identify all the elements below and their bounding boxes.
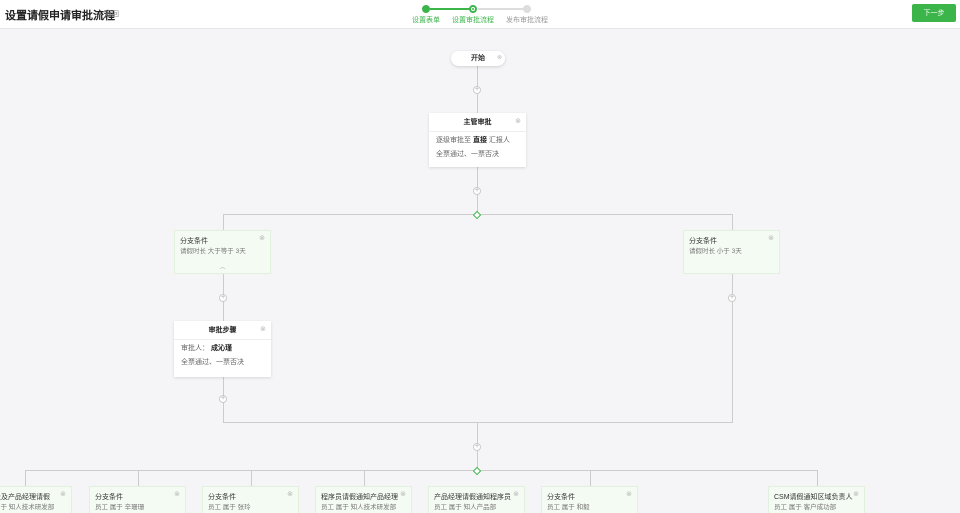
close-icon[interactable]: ⊗ [287,491,293,498]
connector-line [251,470,252,486]
close-icon[interactable]: ⊗ [515,118,521,125]
branch-title: 分支条件 [180,238,208,245]
branch-condition-text: 员工 属于 知人产品部 [434,504,497,511]
step-progress: 设置表单 设置审批流程 发布审批流程 [400,2,560,28]
close-icon[interactable]: ⊗ [400,491,406,498]
branch-title: 分支条件 [547,494,575,501]
branch-title: 及及产品经理请假 [0,494,50,501]
add-node-plus-icon[interactable]: + [473,187,481,195]
branch-condition-text: 属于 知人技术研发部 [0,504,55,511]
branch-condition-node[interactable]: 分支条件 ⊗ 请假时长 大于等于 3天 ︿ [174,230,271,274]
branch-condition-text: 请假时长 大于等于 3天 [180,248,246,255]
branch-condition-node[interactable]: 产品经理请假通知程序员 ⊗ 员工 属于 知人产品部 [428,486,525,513]
approval-rule: 全票通过、一票否决 [181,359,244,366]
branch-condition-text: 员工 属于 知人技术研发部 [321,504,397,511]
flow-canvas: + + + + + + 开始 ⊗ 主管审批 ⊗ 逐级审批至 直接 汇报人 全票通过… [0,29,960,513]
branch-condition-text: 员工 属于 和毅 [547,504,590,511]
step-label-publish[interactable]: 发布审批流程 [506,17,548,24]
approval-scope-prefix: 逐级审批至 [436,137,471,144]
branch-condition-text: 员工 属于 张玲 [208,504,251,511]
branch-condition-node[interactable]: 分支条件 ⊗ 员工 属于 张玲 [202,486,299,513]
page-title: 设置请假申请审批流程 [5,10,115,22]
node-title: 审批步骤 [208,327,237,334]
add-node-plus-icon[interactable]: + [219,395,227,403]
add-node-plus-icon[interactable]: + [728,294,736,302]
branch-bottom-line [223,422,733,423]
node-title: 主管审批 [463,119,492,126]
start-label: 开始 [471,55,485,62]
branch-condition-node[interactable]: 分支条件 ⊗ 请假时长 小于 3天 [683,230,780,274]
branch-title: 分支条件 [95,494,123,501]
connector-line [590,470,591,486]
connector-line [138,470,139,486]
close-icon[interactable]: ⊗ [513,491,519,498]
step-current-dot [469,5,477,13]
approval-scope-suffix: 汇报人 [488,137,510,144]
close-icon[interactable]: ⊗ [626,491,632,498]
chevron-up-icon[interactable]: ︿ [219,265,226,271]
close-icon[interactable]: ⊗ [768,235,774,242]
branch-condition-text: 员工 属于 辛珊珊 [95,504,145,511]
close-icon[interactable]: ⊗ [260,326,266,333]
close-icon[interactable]: ⊗ [853,491,859,498]
step-connector [430,8,470,10]
branch-condition-node[interactable]: CSM请假通知区域负责人 ⊗ 员工 属于 客户成功部 [768,486,865,513]
connector-line [223,214,224,230]
branch-condition-text: 员工 属于 客户成功部 [774,504,837,511]
connector-line [25,470,26,486]
branch-condition-node[interactable]: 程序员请假通知产品经理 ⊗ 员工 属于 知人技术研发部 [315,486,412,513]
branch-top-line [25,470,818,471]
top-bar: 设置请假申请审批流程 返回 设置表单 设置审批流程 发布审批流程 下一步 [0,0,960,29]
branch-title: 分支条件 [689,238,717,245]
step-label-flow[interactable]: 设置审批流程 [452,17,494,24]
branch-title: CSM请假通知区域负责人 [774,494,853,501]
next-step-button[interactable]: 下一步 [912,4,956,22]
back-link[interactable]: 返回 [105,11,119,18]
approver-label: 审批人： [181,345,209,352]
close-icon[interactable]: ⊗ [60,491,66,498]
step-done-dot [422,5,430,13]
branch-condition-text: 请假时长 小于 3天 [689,248,742,255]
approval-step-node[interactable]: 审批步骤 ⊗ 审批人： 成沁瑾 全票通过、一票否决 [174,321,271,377]
step-connector [478,8,523,10]
add-branch-diamond-icon[interactable] [472,466,482,476]
add-branch-diamond-icon[interactable] [472,210,482,220]
connector-line [732,214,733,230]
close-icon[interactable]: ⊗ [496,55,502,61]
step-label-form[interactable]: 设置表单 [412,17,440,24]
add-node-plus-icon[interactable]: + [473,443,481,451]
close-icon[interactable]: ⊗ [174,491,180,498]
branch-condition-node[interactable]: 及及产品经理请假 ⊗ 属于 知人技术研发部 [0,486,72,513]
add-node-plus-icon[interactable]: + [473,86,481,94]
branch-condition-node[interactable]: 分支条件 ⊗ 员工 属于 和毅 [541,486,638,513]
branch-title: 程序员请假通知产品经理 [321,494,398,501]
approval-rule: 全票通过、一票否决 [436,151,499,158]
approval-scope-level: 直接 [472,137,487,144]
branch-condition-node[interactable]: 分支条件 ⊗ 员工 属于 辛珊珊 [89,486,186,513]
approver-name: 成沁瑾 [210,345,232,352]
add-node-plus-icon[interactable]: + [219,294,227,302]
supervisor-approval-node[interactable]: 主管审批 ⊗ 逐级审批至 直接 汇报人 全票通过、一票否决 [429,113,526,167]
start-node[interactable]: 开始 ⊗ [451,51,505,66]
connector-line [817,470,818,486]
connector-line [364,470,365,486]
connector-line [732,273,733,422]
branch-title: 产品经理请假通知程序员 [434,494,511,501]
close-icon[interactable]: ⊗ [259,235,265,242]
branch-title: 分支条件 [208,494,236,501]
step-todo-dot [523,5,531,13]
